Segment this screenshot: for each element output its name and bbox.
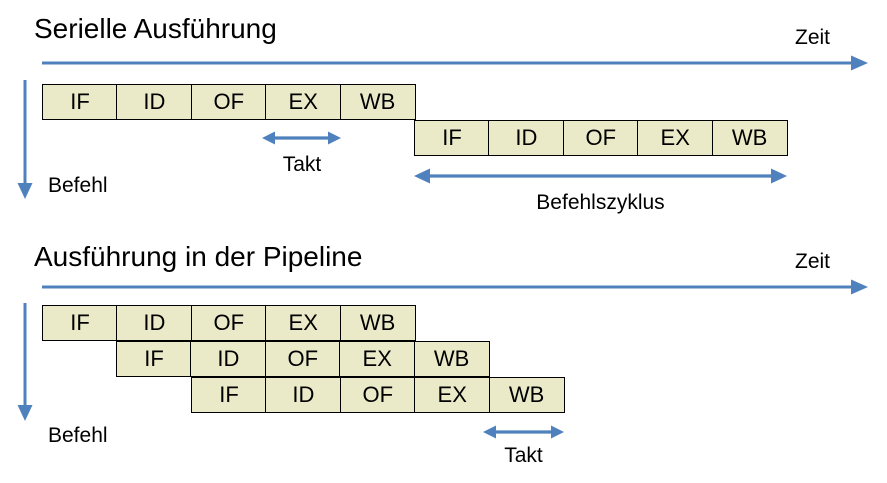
- stage-label: EX: [362, 346, 392, 371]
- stage-label: WB: [731, 125, 768, 150]
- stage-label: IF: [144, 346, 164, 371]
- stage-box-of: OF: [190, 305, 267, 341]
- stage-box-of: OF: [339, 377, 416, 413]
- pipeline-section-title: Ausführung in der Pipeline: [34, 241, 363, 272]
- stage-box-id: ID: [265, 377, 342, 413]
- stage-box-of: OF: [264, 341, 341, 377]
- stage-box-ex: EX: [414, 377, 491, 413]
- stage-label: OF: [213, 310, 245, 335]
- stage-box-wb: WB: [339, 84, 416, 120]
- stage-label: IF: [219, 382, 239, 407]
- stage-label: EX: [660, 125, 690, 150]
- stage-box-ex: EX: [265, 305, 342, 341]
- stage-label: OF: [362, 382, 394, 407]
- pipeline-zeit-arrow: [42, 279, 868, 295]
- stage-label: OF: [213, 89, 245, 114]
- serial-takt-arrow: [262, 131, 341, 145]
- befehlszyklus-label: Befehlszyklus: [536, 191, 665, 214]
- stage-box-of: OF: [190, 84, 267, 120]
- stage-box-if: IF: [116, 341, 192, 377]
- stage-label: WB: [359, 89, 396, 114]
- stage-box-wb: WB: [413, 341, 490, 377]
- pipeline-takt-arrow: [483, 425, 564, 439]
- stage-label: IF: [70, 89, 90, 114]
- stage-box-if: IF: [414, 120, 490, 156]
- serial-befehl-label: Befehl: [48, 174, 108, 197]
- pipeline-befehl-label: Befehl: [48, 424, 108, 447]
- stage-box-if: IF: [42, 305, 118, 341]
- serial-zeit-arrow: [42, 55, 868, 71]
- stage-box-id: ID: [116, 305, 193, 341]
- stage-box-wb: WB: [711, 120, 788, 156]
- stage-label: EX: [288, 310, 318, 335]
- pipeline-takt-label: Takt: [504, 444, 543, 467]
- stage-box-id: ID: [190, 341, 267, 377]
- stage-box-if: IF: [42, 84, 118, 120]
- stage-label: IF: [70, 310, 90, 335]
- stage-label: IF: [442, 125, 462, 150]
- serial-zeit-label: Zeit: [795, 26, 831, 49]
- stage-label: ID: [143, 89, 166, 114]
- serial-row-1: IF ID OF EX WB: [42, 84, 416, 120]
- stage-label: EX: [437, 382, 467, 407]
- serial-takt-label: Takt: [282, 153, 322, 176]
- stage-label: WB: [508, 382, 545, 407]
- stage-box-id: ID: [488, 120, 565, 156]
- serial-befehl-arrow: [17, 80, 33, 199]
- stage-label: ID: [143, 310, 166, 335]
- serial-section-title: Serielle Ausführung: [34, 13, 277, 44]
- pipeline-befehl-arrow: [17, 303, 33, 421]
- stage-label: ID: [292, 382, 315, 407]
- stage-box-id: ID: [116, 84, 193, 120]
- stage-label: WB: [433, 346, 470, 371]
- stage-label: OF: [585, 125, 617, 150]
- stage-label: WB: [359, 310, 396, 335]
- stage-box-ex: EX: [339, 341, 416, 377]
- stage-box-ex: EX: [265, 84, 342, 120]
- stage-box-of: OF: [562, 120, 639, 156]
- stage-box-wb: WB: [339, 305, 416, 341]
- pipeline-row-3: IF ID OF EX WB: [191, 377, 565, 413]
- stage-label: ID: [515, 125, 538, 150]
- stage-box-if: IF: [191, 377, 267, 413]
- pipeline-zeit-label: Zeit: [795, 250, 831, 273]
- stage-label: EX: [288, 89, 318, 114]
- befehlszyklus-arrow: [414, 168, 787, 184]
- pipeline-row-1: IF ID OF EX WB: [42, 305, 416, 341]
- serial-row-2: IF ID OF EX WB: [414, 120, 788, 156]
- stage-box-ex: EX: [637, 120, 714, 156]
- stage-label: ID: [217, 346, 240, 371]
- pipeline-row-2: IF ID OF EX WB: [116, 341, 490, 377]
- stage-box-wb: WB: [488, 377, 565, 413]
- stage-label: OF: [287, 346, 319, 371]
